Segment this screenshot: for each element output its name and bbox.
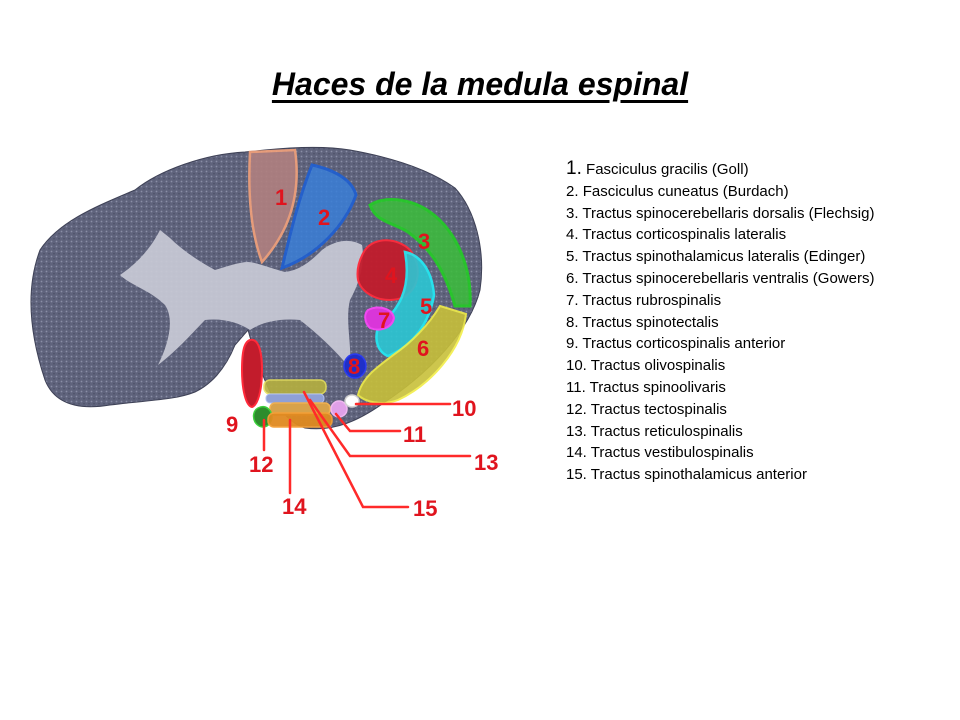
- legend-item-15: 15. Tractus spinothalamicus anterior: [566, 464, 874, 486]
- legend-number: 15.: [566, 466, 587, 484]
- legend-text: Fasciculus gracilis (Goll): [586, 161, 749, 178]
- leader-15: [302, 390, 410, 509]
- tract-7-region: [364, 306, 396, 331]
- label-11: 11: [403, 422, 426, 447]
- legend-text: Tractus corticospinalis lateralis: [582, 226, 787, 244]
- legend-item-14: 14. Tractus vestibulospinalis: [566, 442, 874, 464]
- legend-text: Tractus corticospinalis anterior: [582, 335, 786, 353]
- legend-number: 10.: [566, 357, 587, 375]
- legend-item-1: 1. Fasciculus gracilis (Goll): [566, 158, 874, 181]
- label-12: 12: [249, 452, 273, 477]
- tract-legend: 1. Fasciculus gracilis (Goll) 2. Fascicu…: [566, 158, 874, 486]
- tract-5-region: [375, 250, 436, 358]
- tract-10-region: [263, 379, 327, 395]
- legend-number: 1.: [566, 158, 582, 179]
- legend-item-4: 4. Tractus corticospinalis lateralis: [566, 224, 874, 246]
- label-8: 8: [348, 354, 360, 379]
- legend-text: Tractus vestibulospinalis: [590, 444, 754, 462]
- legend-text: Tractus spinoolivaris: [589, 378, 726, 396]
- legend-number: 4.: [566, 226, 579, 244]
- label-15: 15: [413, 496, 437, 521]
- tract-1-region: [248, 148, 298, 265]
- legend-text: Tractus spinothalamicus anterior: [590, 466, 807, 484]
- tract-2-region: [279, 163, 358, 271]
- tract-11-region: [330, 400, 348, 418]
- legend-text: Tractus spinothalamicus lateralis (Eding…: [582, 248, 866, 266]
- legend-item-5: 5. Tractus spinothalamicus lateralis (Ed…: [566, 246, 874, 268]
- legend-number: 7.: [566, 291, 579, 309]
- label-6: 6: [417, 336, 429, 361]
- legend-item-13: 13. Tractus reticulospinalis: [566, 421, 874, 443]
- legend-number: 8.: [566, 313, 579, 331]
- tract-15-region: [265, 393, 325, 404]
- legend-text: Tractus spinotectalis: [582, 313, 719, 331]
- legend-item-11: 11. Tractus spinoolivaris: [566, 377, 874, 399]
- legend-number: 14.: [566, 444, 587, 462]
- legend-number: 9.: [566, 335, 579, 353]
- legend-item-12: 12. Tractus tectospinalis: [566, 399, 874, 421]
- tract-8-region: [343, 353, 367, 379]
- label-3: 3: [418, 229, 430, 254]
- legend-item-9: 9. Tractus corticospinalis anterior: [566, 333, 874, 355]
- legend-number: 13.: [566, 422, 587, 440]
- legend-text: Tractus spinocerebellaris ventralis (Gow…: [582, 269, 875, 287]
- leader-11: [334, 412, 402, 433]
- label-4: 4: [385, 263, 398, 288]
- label-7: 7: [378, 308, 390, 333]
- legend-number: 5.: [566, 248, 579, 266]
- legend-number: 12.: [566, 400, 587, 418]
- legend-number: 3.: [566, 204, 579, 222]
- legend-item-7: 7. Tractus rubrospinalis: [566, 290, 874, 312]
- label-14: 14: [282, 494, 307, 519]
- legend-text: Tractus spinocerebellaris dorsalis (Flec…: [582, 204, 875, 222]
- tract-9-region: [240, 338, 264, 409]
- legend-number: 2.: [566, 182, 579, 200]
- legend-item-3: 3. Tractus spinocerebellaris dorsalis (F…: [566, 203, 874, 225]
- label-5: 5: [420, 294, 432, 319]
- label-10: 10: [452, 396, 476, 421]
- legend-item-6: 6. Tractus spinocerebellaris ventralis (…: [566, 268, 874, 290]
- tract-13-region: [267, 412, 333, 428]
- legend-text: Tractus reticulospinalis: [590, 422, 743, 440]
- leader-13: [308, 398, 472, 458]
- label-13: 13: [474, 450, 498, 475]
- legend-item-2: 2. Fasciculus cuneatus (Burdach): [566, 181, 874, 203]
- leader-lines: [262, 390, 472, 509]
- page-title: Haces de la medula espinal: [271, 66, 689, 102]
- legend-text: Tractus tectospinalis: [590, 400, 727, 418]
- label-9: 9: [226, 412, 238, 437]
- legend-item-10: 10. Tractus olivospinalis: [566, 355, 874, 377]
- legend-number: 11.: [566, 378, 586, 396]
- legend-text: Fasciculus cuneatus (Burdach): [582, 182, 789, 200]
- legend-text: Tractus olivospinalis: [590, 357, 726, 375]
- label-1: 1: [275, 185, 287, 210]
- legend-item-8: 8. Tractus spinotectalis: [566, 312, 874, 334]
- legend-text: Tractus rubrospinalis: [582, 291, 722, 309]
- legend-number: 6.: [566, 269, 579, 287]
- tract-6-region: [356, 304, 468, 404]
- tract-3-region: [368, 198, 472, 308]
- label-2: 2: [318, 205, 330, 230]
- gray-matter: [120, 230, 363, 368]
